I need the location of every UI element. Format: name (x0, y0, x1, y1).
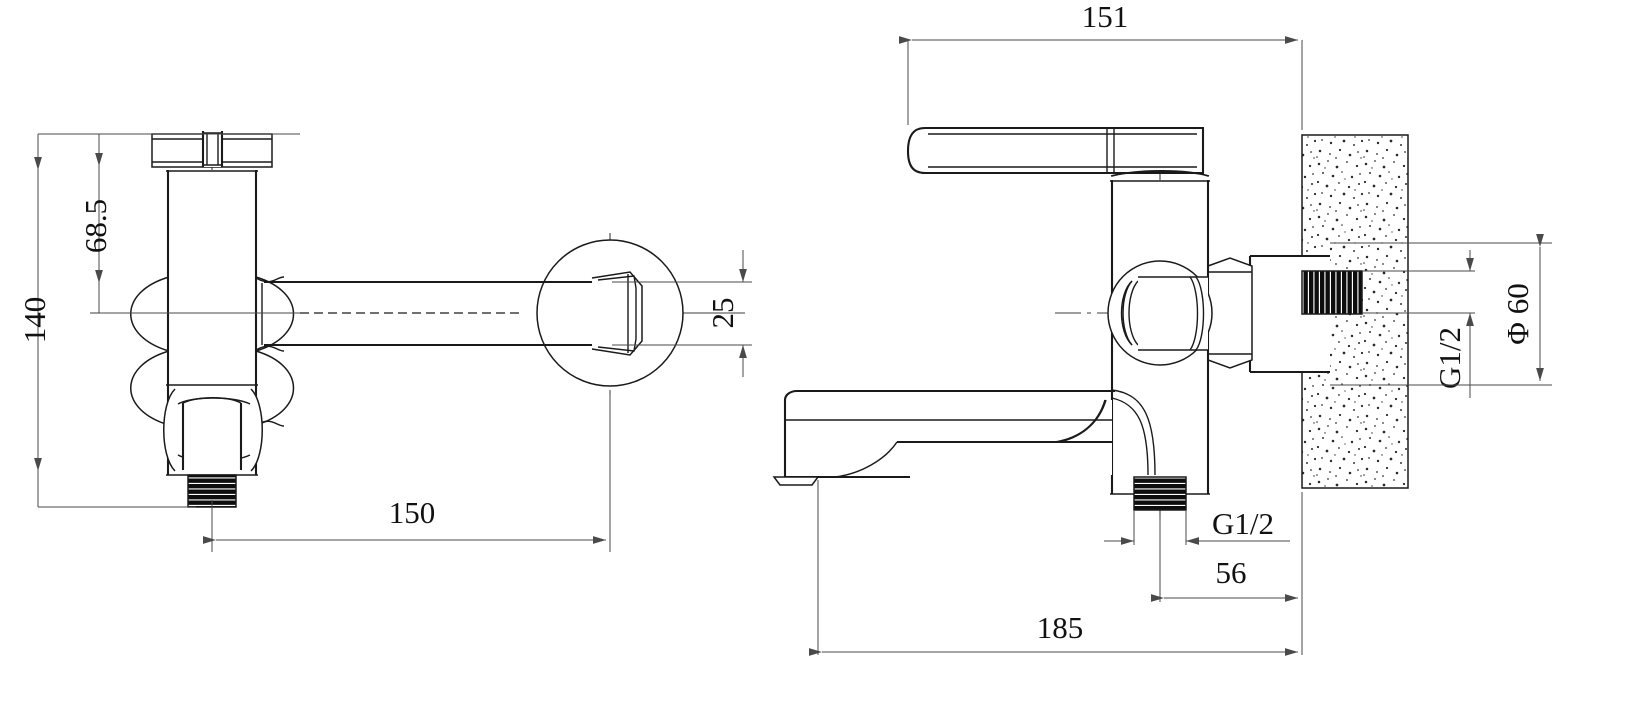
dim-68-5-label: 68.5 (78, 199, 113, 253)
bottom-threaded-outlet-side (1133, 476, 1187, 511)
dim-68-5: 68.5 (78, 133, 300, 314)
dim-g12-wall-label: G1/2 (1432, 327, 1467, 389)
dim-phi60-label: Φ 60 (1500, 283, 1535, 344)
dim-185-label: 185 (1037, 610, 1084, 645)
dim-150: 150 (203, 390, 611, 552)
faucet-body-side (1107, 170, 1213, 495)
view-side-elevation (772, 126, 1409, 520)
dim-151: 151 (899, 0, 1303, 130)
bottom-hex-union-front (163, 388, 263, 476)
union-hex-nut-side (1207, 257, 1253, 369)
dim-25: 25 (612, 250, 752, 377)
view-front-elevation (90, 131, 745, 508)
dim-g12-outlet-label: G1/2 (1212, 506, 1274, 541)
dim-g12-outlet: G1/2 (1104, 506, 1290, 545)
wall-inlet-thread (1301, 270, 1363, 315)
dim-140-label: 140 (17, 297, 52, 344)
dimensions-front-elevation: 140 68.5 150 25 (17, 133, 752, 552)
lever-cap-front (151, 131, 273, 168)
lever-handle-side (906, 126, 1209, 177)
dim-151-label: 151 (1082, 0, 1129, 34)
dim-phi60: Φ 60 (1330, 234, 1552, 386)
dim-150-label: 150 (389, 495, 436, 530)
dimensions-side-elevation: 151 185 56 G1/2 (809, 0, 1552, 656)
dim-25-label: 25 (705, 298, 740, 329)
spout-hex-nut (591, 271, 643, 356)
dim-56: 56 (1151, 492, 1303, 602)
dim-g12-wall: G1/2 (1362, 250, 1475, 398)
dim-56-label: 56 (1216, 555, 1247, 590)
bath-spout-side (772, 389, 1115, 486)
